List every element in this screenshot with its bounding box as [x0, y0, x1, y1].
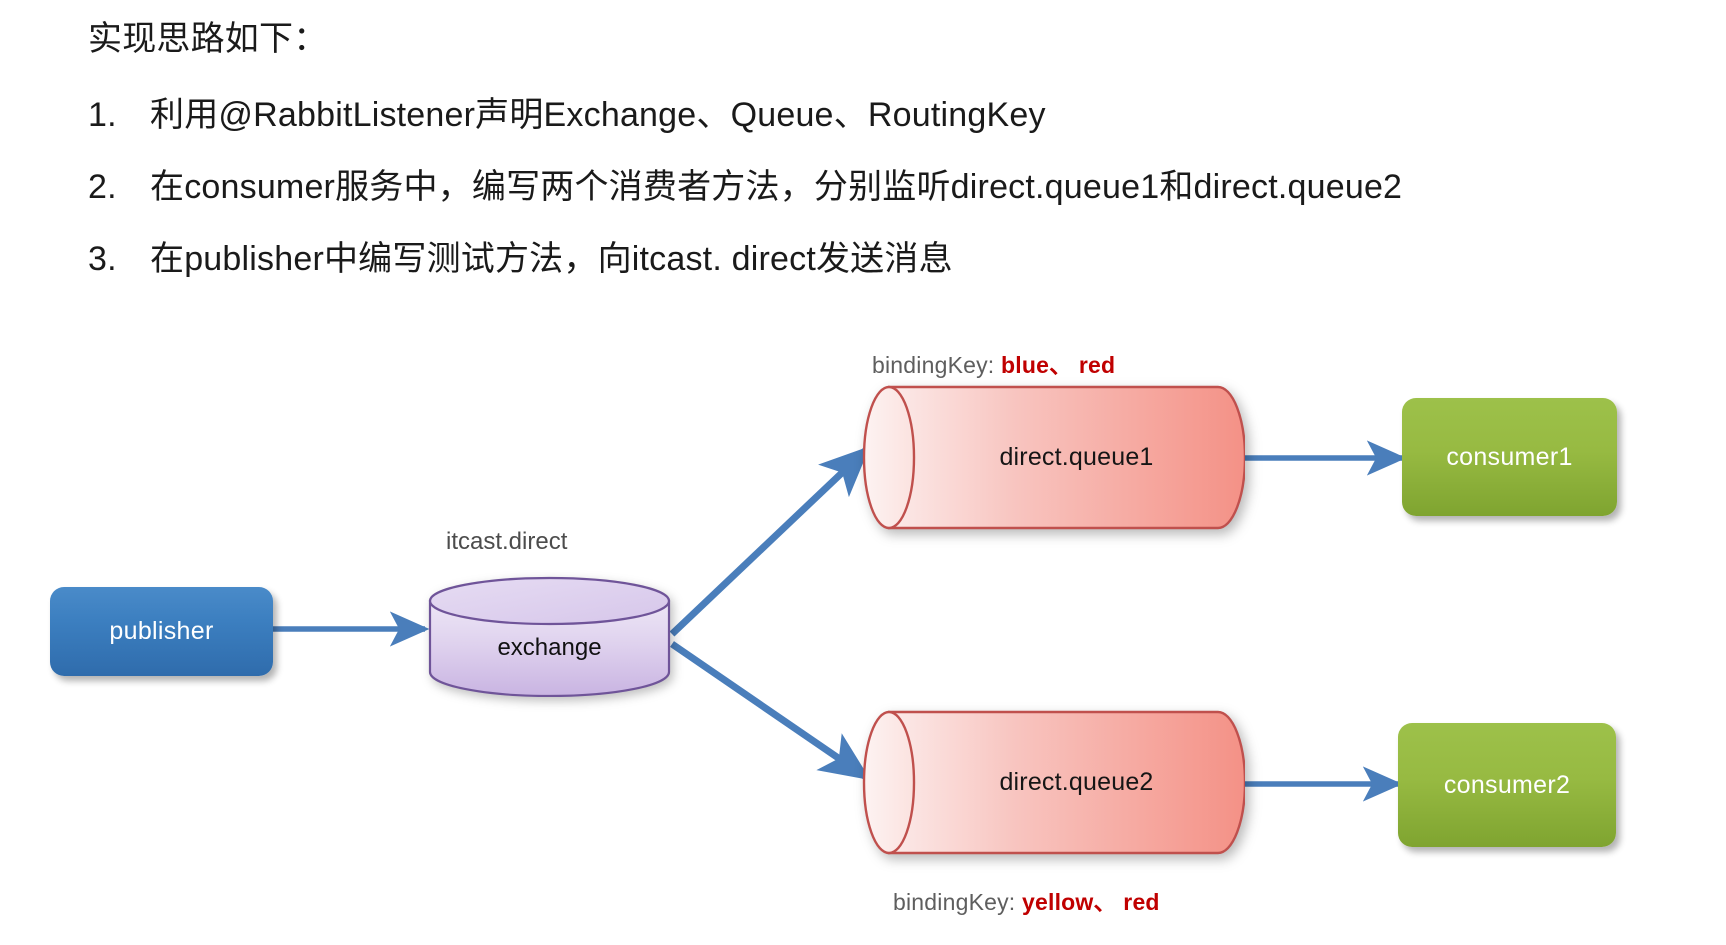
consumer2-label: consumer2 [1443, 770, 1571, 799]
consumer2-node[interactable]: consumer2 [1398, 723, 1616, 847]
exchange-caption: itcast.direct [446, 528, 568, 555]
queue1-label: direct.queue1 [999, 443, 1154, 471]
list-item-3-text: 在publisher中编写测试方法，向itcast. direct发送消息 [150, 240, 953, 278]
list-item-2-number: 2. [88, 168, 117, 206]
list-item-3-number: 3. [88, 240, 117, 278]
list-item-1: 1. 利用@RabbitListener声明Exchange、Queue、Rou… [88, 94, 1046, 137]
consumer1-node[interactable]: consumer1 [1402, 398, 1617, 516]
arrow-exchange-to-queue2 [670, 641, 871, 781]
list-item-3: 3. 在publisher中编写测试方法，向itcast. direct发送消息 [88, 238, 953, 281]
publisher-node[interactable]: publisher [50, 587, 273, 676]
arrow-exchange-to-queue1 [669, 446, 871, 637]
slide-heading: 实现思路如下： [88, 20, 328, 58]
queue1-cylinder-icon [862, 385, 1245, 530]
exchange-label: exchange [497, 633, 602, 661]
queue1-node[interactable]: direct.queue1 [862, 385, 1245, 530]
queue2-cylinder-icon [862, 710, 1245, 855]
binding-key-label-1: bindingKey: blue、 red [872, 346, 1115, 380]
list-item-1-number: 1. [88, 96, 117, 134]
binding-key-value-2: yellow、 red [1022, 889, 1160, 915]
binding-key-prefix-1: bindingKey: [872, 352, 1001, 378]
queue2-node[interactable]: direct.queue2 [862, 710, 1245, 855]
list-item-2-text: 在consumer服务中，编写两个消费者方法，分别监听direct.queue1… [150, 168, 1403, 206]
publisher-label: publisher [109, 617, 214, 645]
list-item-1-text: 利用@RabbitListener声明Exchange、Queue、Routin… [150, 96, 1046, 134]
binding-key-value-1: blue、 red [1001, 352, 1116, 378]
list-item-2: 2. 在consumer服务中，编写两个消费者方法，分别监听direct.que… [88, 166, 1402, 209]
consumer1-label: consumer1 [1446, 442, 1573, 471]
binding-key-label-2: bindingKey: yellow、 red [893, 883, 1160, 917]
exchange-cylinder-icon [428, 576, 671, 698]
exchange-node[interactable]: exchange [428, 576, 671, 698]
queue2-label: direct.queue2 [999, 768, 1154, 796]
binding-key-prefix-2: bindingKey: [893, 889, 1022, 915]
